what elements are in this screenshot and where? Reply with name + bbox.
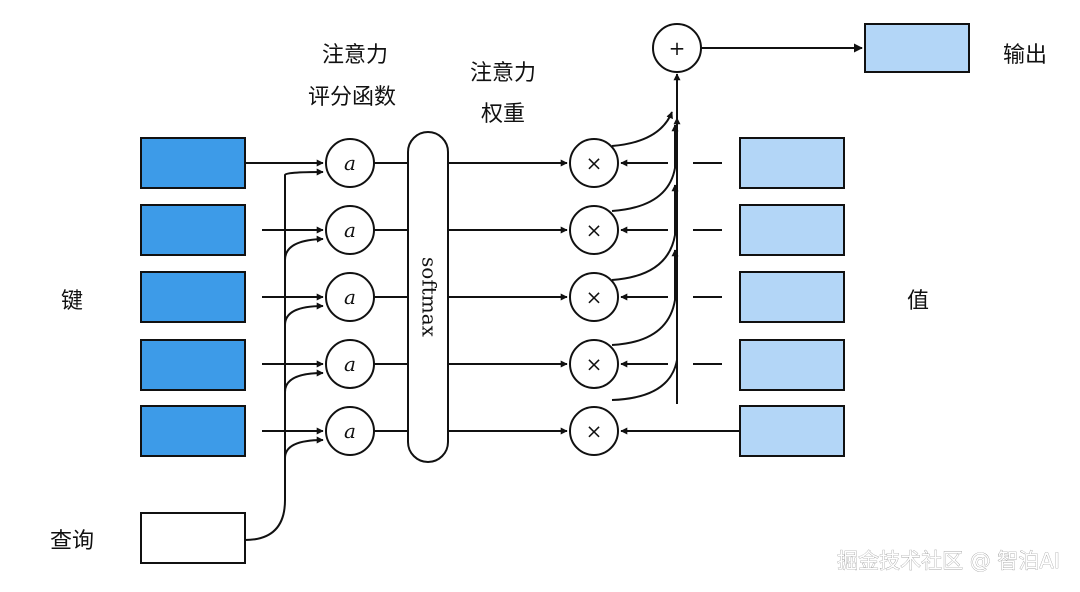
key-arrows [245,159,324,435]
score-node: a [325,272,375,322]
values-label: 值 [907,289,929,314]
query-box [140,512,246,564]
multiply-node: × [569,205,619,255]
multiply-node: × [569,339,619,389]
key-box [140,339,246,391]
score-function-title-line2: 评分函数 [308,85,396,110]
score-node: a [325,406,375,456]
output-label: 输出 [1003,43,1047,68]
value-box [739,271,845,323]
multiply-node-label: × [586,218,603,242]
value-box [739,339,845,391]
value-box [739,405,845,457]
multiply-node: × [569,138,619,188]
score-function-title-line1: 注意力 [322,43,388,68]
score-node: a [325,339,375,389]
output-box [864,23,970,73]
score-node-label: a [344,285,356,309]
query-arrows [244,168,324,541]
score-nodes: a a a a a [325,138,375,456]
score-node-label: a [344,352,356,376]
score-node: a [325,205,375,255]
key-box [140,271,246,323]
value-boxes [739,137,845,457]
multiply-nodes: × × × × × [569,138,619,456]
query-label: 查询 [50,529,94,554]
multiply-node-label: × [586,285,603,309]
sum-node: + [652,23,702,73]
multiply-node-label: × [586,151,603,175]
score-node: a [325,138,375,188]
score-to-softmax-lines [374,162,408,432]
key-boxes [140,137,246,457]
value-box [739,204,845,256]
key-box [140,204,246,256]
score-node-label: a [344,218,356,242]
multiply-node: × [569,406,619,456]
sum-node-label: + [669,36,686,60]
attention-weights-title-line2: 权重 [481,102,525,127]
multiply-node-label: × [586,352,603,376]
keys-label: 键 [61,289,83,314]
weight-arrows [448,159,568,435]
multiply-node-label: × [586,419,603,443]
sum-arrows [611,73,681,404]
value-arrows [620,159,740,435]
watermark-text: 掘金技术社区 @ 智泊AI [837,549,1060,573]
score-node-label: a [344,151,356,175]
attention-weights-title-line1: 注意力 [470,61,536,86]
value-box [739,137,845,189]
multiply-node: × [569,272,619,322]
key-box [140,137,246,189]
softmax-label: softmax [418,257,442,338]
score-node-label: a [344,419,356,443]
key-box [140,405,246,457]
softmax-block: softmax [407,131,449,463]
